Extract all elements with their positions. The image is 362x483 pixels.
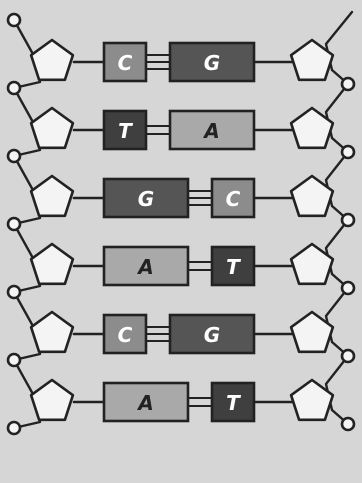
left-sugar-pentagon — [31, 380, 73, 420]
left-sugar-pentagon — [31, 312, 73, 352]
right-phosphate — [342, 282, 354, 294]
right-base-letter: C — [226, 187, 241, 211]
left-phosphate — [8, 150, 20, 162]
left-base-letter: C — [118, 323, 133, 347]
right-base-letter: T — [226, 391, 241, 415]
right-base-letter: G — [204, 323, 220, 347]
left-sugar-pentagon — [31, 244, 73, 284]
left-base-letter: T — [118, 119, 133, 143]
left-sugar-pentagon — [31, 40, 73, 80]
right-base-letter: G — [204, 51, 220, 75]
left-base-letter: A — [136, 391, 153, 415]
left-phosphate — [8, 14, 20, 26]
right-phosphate — [342, 78, 354, 90]
right-phosphate — [342, 350, 354, 362]
left-phosphate — [8, 218, 20, 230]
right-phosphate — [342, 214, 354, 226]
left-phosphate — [8, 82, 20, 94]
left-sugar-pentagon — [31, 108, 73, 148]
right-base-letter: A — [202, 119, 219, 143]
right-phosphate — [342, 146, 354, 158]
right-base-letter: T — [226, 255, 241, 279]
right-phosphate — [342, 418, 354, 430]
left-base-letter: G — [138, 187, 154, 211]
left-base-letter: A — [136, 255, 153, 279]
left-phosphate — [8, 286, 20, 298]
left-sugar-pentagon — [31, 176, 73, 216]
left-phosphate — [8, 422, 20, 434]
left-phosphate — [8, 354, 20, 366]
left-base-letter: C — [118, 51, 133, 75]
